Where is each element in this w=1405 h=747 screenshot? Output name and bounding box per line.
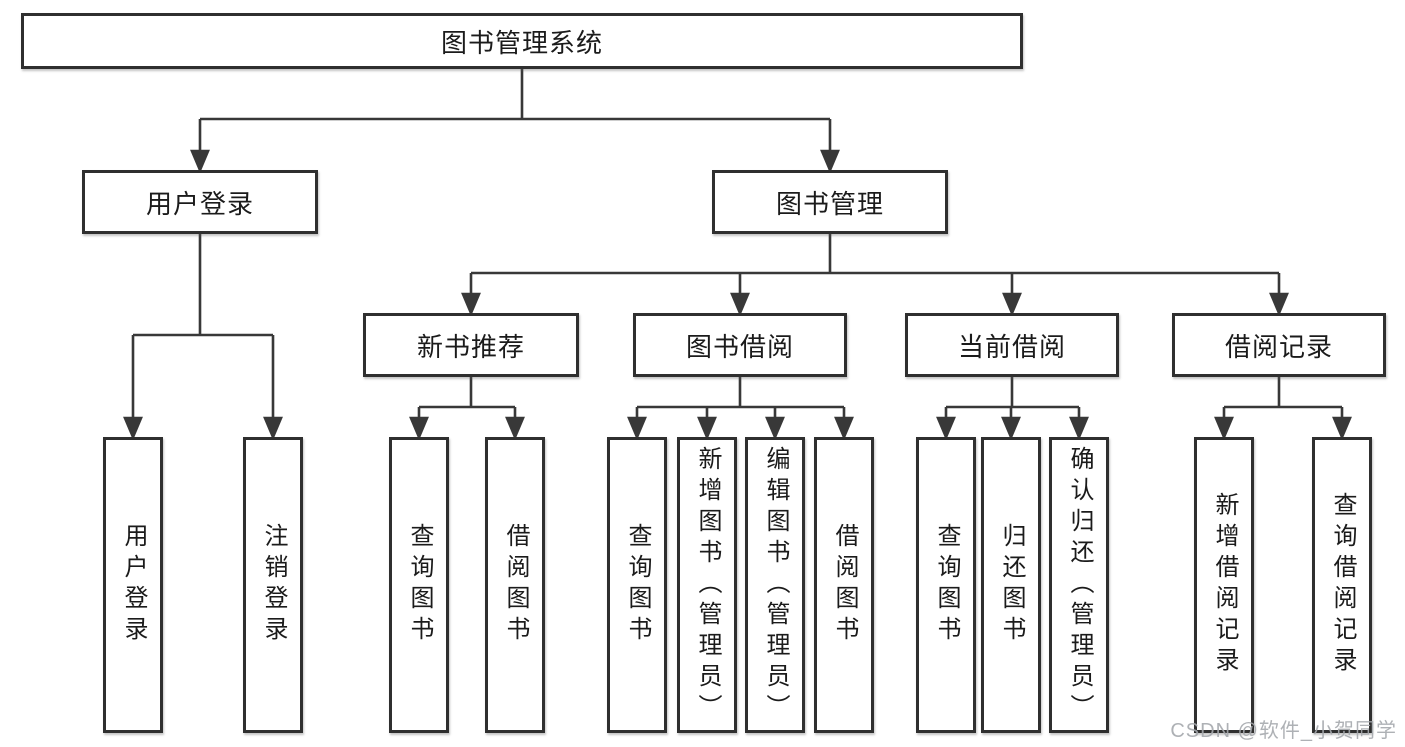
connector-borrow-records-children [1214, 377, 1352, 441]
node-current-borrowing: 当前借阅 [905, 313, 1119, 377]
leaf-query-books-current-label: 查询图书 [933, 523, 960, 647]
node-new-book-recommend-label: 新书推荐 [416, 331, 525, 362]
node-borrow-records: 借阅记录 [1172, 313, 1386, 377]
connector-book-borrowing-children [627, 377, 854, 441]
connector-new-book-children [409, 377, 525, 441]
node-book-management-label: 图书管理 [775, 188, 884, 219]
leaf-logout: 注销登录 [243, 437, 303, 733]
leaf-add-books-admin-label: 新增图书（管理员） [694, 445, 721, 725]
leaf-logout-label: 注销登录 [260, 523, 287, 647]
leaf-edit-books-admin-label: 编辑图书（管理员） [762, 445, 789, 725]
leaf-confirm-return-admin-label: 确认归还（管理员） [1066, 445, 1093, 725]
node-current-borrowing-label: 当前借阅 [957, 331, 1066, 362]
leaf-return-books-label: 归还图书 [998, 523, 1025, 647]
connector-book-management-children [461, 234, 1289, 317]
node-book-management: 图书管理 [712, 170, 948, 234]
connector-current-borrowing-children [936, 377, 1089, 441]
leaf-add-borrow-record-label: 新增借阅记录 [1211, 492, 1238, 678]
node-book-borrowing: 图书借阅 [633, 313, 847, 377]
leaf-return-books: 归还图书 [981, 437, 1041, 733]
leaf-query-books-borrowing-label: 查询图书 [624, 523, 651, 647]
leaf-user-login: 用户登录 [103, 437, 163, 733]
node-user-login: 用户登录 [82, 170, 318, 234]
node-borrow-records-label: 借阅记录 [1224, 331, 1333, 362]
leaf-query-books-current: 查询图书 [916, 437, 976, 733]
leaf-add-borrow-record: 新增借阅记录 [1194, 437, 1254, 733]
node-new-book-recommend: 新书推荐 [363, 313, 579, 377]
leaf-borrow-books-recommend-label: 借阅图书 [502, 523, 529, 647]
node-user-login-label: 用户登录 [145, 188, 254, 219]
leaf-query-borrow-record: 查询借阅记录 [1312, 437, 1372, 733]
node-root-label: 图书管理系统 [440, 27, 603, 58]
leaf-borrow-books-recommend: 借阅图书 [485, 437, 545, 733]
leaf-borrow-books-borrowing-label: 借阅图书 [831, 523, 858, 647]
leaf-query-books-recommend-label: 查询图书 [406, 523, 433, 647]
leaf-edit-books-admin: 编辑图书（管理员） [745, 437, 805, 733]
leaf-user-login-label: 用户登录 [120, 523, 147, 647]
leaf-query-borrow-record-label: 查询借阅记录 [1329, 492, 1356, 678]
leaf-confirm-return-admin: 确认归还（管理员） [1049, 437, 1109, 733]
leaf-query-books-recommend: 查询图书 [389, 437, 449, 733]
leaf-borrow-books-borrowing: 借阅图书 [814, 437, 874, 733]
connector-root-to-level2 [190, 69, 840, 174]
leaf-add-books-admin: 新增图书（管理员） [677, 437, 737, 733]
watermark: CSDN @软件_小贺同学 [1170, 720, 1397, 742]
node-book-borrowing-label: 图书借阅 [685, 331, 794, 362]
node-root: 图书管理系统 [21, 13, 1023, 69]
leaf-query-books-borrowing: 查询图书 [607, 437, 667, 733]
connector-user-login-children [123, 234, 283, 441]
